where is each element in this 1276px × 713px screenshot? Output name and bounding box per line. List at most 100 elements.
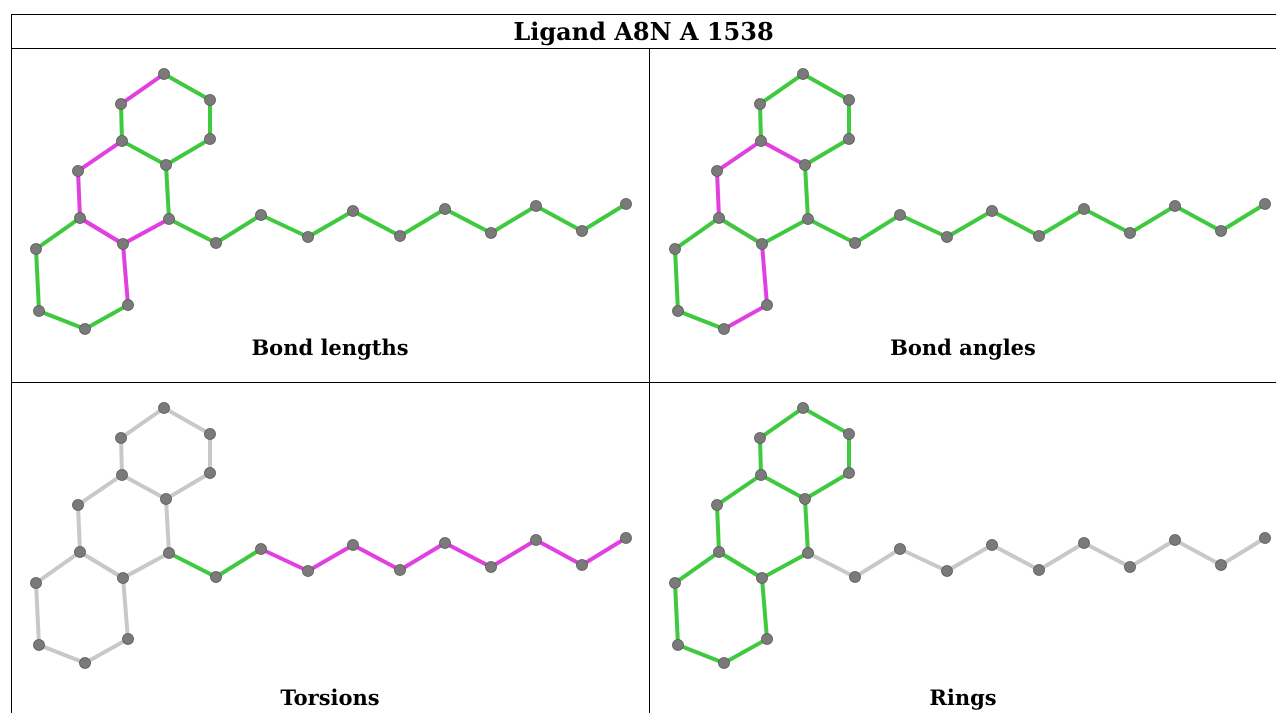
bond (78, 550, 125, 580)
bond (1219, 202, 1267, 233)
bond (1082, 541, 1132, 569)
atom (843, 94, 855, 106)
bond (676, 309, 726, 331)
atom (711, 499, 723, 511)
atom (756, 238, 768, 250)
bond (580, 536, 628, 567)
bond (722, 637, 769, 665)
atom (74, 212, 86, 224)
atom (755, 469, 767, 481)
atom (1259, 198, 1271, 210)
atom (754, 432, 766, 444)
bond (715, 139, 763, 173)
bond (676, 643, 726, 665)
bond (398, 541, 447, 572)
bond (121, 242, 130, 307)
bond (76, 473, 124, 507)
atom (620, 198, 632, 210)
bond (758, 102, 763, 143)
atom (576, 225, 588, 237)
atom (1033, 230, 1045, 242)
bond (164, 137, 212, 167)
bond (760, 242, 769, 307)
bond (121, 551, 171, 580)
bond (76, 503, 82, 554)
bond (759, 139, 807, 167)
atom (576, 559, 588, 571)
bond (443, 541, 493, 569)
bond (34, 550, 82, 585)
molecule-panel-bond-angles (669, 68, 1271, 335)
bond (443, 207, 493, 235)
atom (204, 94, 216, 106)
figure-title: Ligand A8N A 1538 (513, 17, 774, 46)
atom (713, 212, 725, 224)
bond (164, 497, 171, 555)
bond (801, 406, 851, 436)
atom (799, 159, 811, 171)
atom (797, 402, 809, 414)
bond (162, 406, 212, 436)
bond (119, 72, 166, 106)
atom (1215, 559, 1227, 571)
atom (802, 547, 814, 559)
table-divider-title (11, 48, 1276, 49)
bond (760, 217, 810, 246)
atom (986, 539, 998, 551)
bond (76, 139, 124, 173)
atom (302, 565, 314, 577)
ligand-figure: Ligand A8N A 1538 Bond lengths Bond angl… (11, 14, 1276, 713)
atom (986, 205, 998, 217)
atom (1169, 200, 1181, 212)
atom (843, 428, 855, 440)
table-divider-center (649, 48, 650, 713)
bond (760, 551, 810, 580)
bond (351, 543, 402, 572)
atom (1033, 564, 1045, 576)
bond (121, 576, 130, 641)
bond (34, 581, 41, 647)
atom (669, 577, 681, 589)
atom (761, 633, 773, 645)
bond (259, 213, 310, 239)
atom (1259, 532, 1271, 544)
bond (489, 538, 538, 569)
atom (894, 209, 906, 221)
bond (78, 216, 125, 246)
atom (115, 98, 127, 110)
atom (849, 571, 861, 583)
atom (849, 237, 861, 249)
bond (164, 163, 171, 221)
bond (945, 543, 994, 573)
molecule-panel-bond-lengths (30, 68, 632, 335)
atom (530, 200, 542, 212)
bond (715, 169, 721, 220)
atom (802, 213, 814, 225)
bond (1037, 541, 1086, 572)
bond (990, 543, 1041, 572)
atom (894, 543, 906, 555)
atom (761, 299, 773, 311)
atom (439, 537, 451, 549)
bond (806, 551, 857, 579)
atom (160, 159, 172, 171)
bond (759, 473, 807, 501)
bond (306, 209, 355, 239)
atom (439, 203, 451, 215)
bond (853, 547, 902, 579)
atom (204, 428, 216, 440)
molecule-panel-torsions (30, 402, 632, 669)
bond (167, 551, 218, 579)
bond (803, 497, 810, 555)
bond (351, 209, 402, 238)
atom (115, 432, 127, 444)
bond (1037, 207, 1086, 238)
atom (79, 323, 91, 335)
bond (853, 213, 902, 245)
bond (673, 550, 721, 585)
atom (255, 543, 267, 555)
bond (214, 213, 263, 245)
bond (673, 581, 680, 647)
bond (121, 217, 171, 246)
atom (530, 534, 542, 546)
